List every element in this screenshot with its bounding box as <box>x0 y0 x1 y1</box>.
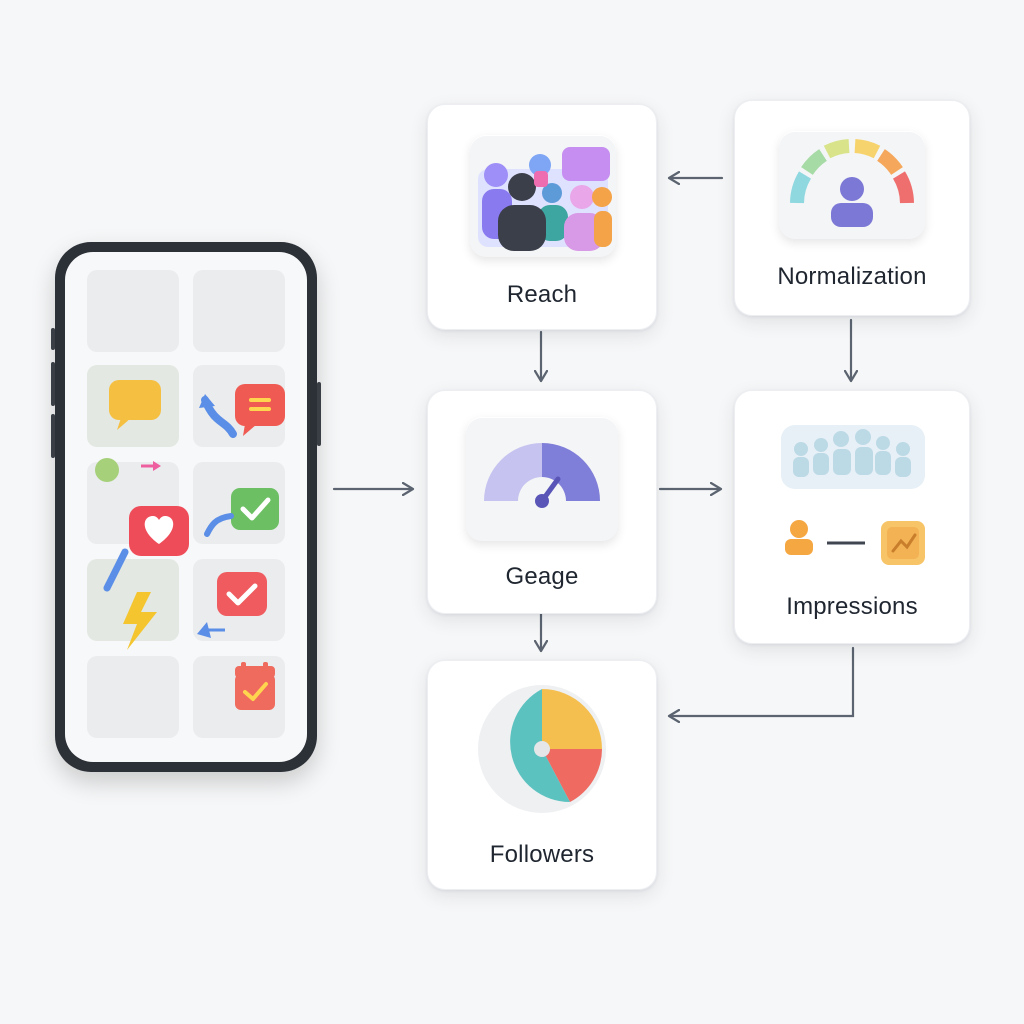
reach-icon-tile <box>470 135 616 257</box>
phone-volume-up <box>51 362 55 406</box>
gauge-label: Geage <box>505 563 579 590</box>
calendar-check-icon <box>235 662 275 710</box>
group-people-icon <box>478 147 612 251</box>
reach-node[interactable]: Reach <box>427 104 657 330</box>
pie-chart-icon <box>478 685 606 813</box>
impressions-node[interactable]: Impressions <box>734 390 970 644</box>
phone-side-button <box>51 328 55 350</box>
phone-power-button <box>317 382 321 446</box>
phone-app-icons <box>95 380 285 710</box>
reach-label: Reach <box>506 281 578 308</box>
heart-icon <box>129 506 189 556</box>
check-icon <box>231 488 279 530</box>
chat-bubble-icon <box>109 380 161 430</box>
gauge-icon-tile <box>466 417 618 541</box>
phone-volume-down <box>51 414 55 458</box>
impressions-label: Impressions <box>786 593 918 620</box>
check-icon <box>217 572 267 616</box>
crowd-icon <box>781 425 925 565</box>
arrow-impressions-to-followers <box>670 646 855 716</box>
app-tile[interactable] <box>87 270 179 352</box>
normalization-icon-tile <box>779 131 925 239</box>
gauge-icon <box>484 443 600 508</box>
app-tile[interactable] <box>87 656 179 738</box>
followers-node[interactable]: Followers <box>427 660 657 890</box>
meter-person-icon <box>790 139 914 227</box>
phone-screen <box>65 252 307 762</box>
normalization-node[interactable]: Normalization <box>734 100 970 316</box>
followers-label: Followers <box>489 841 595 868</box>
lightning-icon <box>123 592 157 650</box>
smartphone <box>51 242 321 772</box>
app-tile[interactable] <box>87 559 179 641</box>
gauge-node[interactable]: Geage <box>427 390 657 614</box>
app-tile[interactable] <box>193 270 285 352</box>
message-icon <box>235 384 285 436</box>
normalization-label: Normalization <box>777 263 927 290</box>
